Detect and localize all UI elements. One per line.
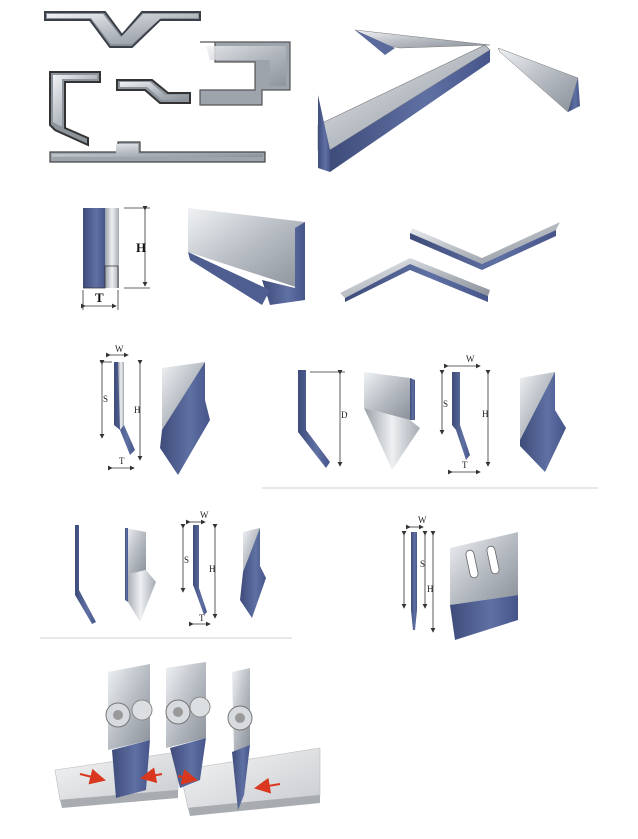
- cutting-demo-icon: [54, 662, 321, 816]
- dimension-s-label-2: S: [443, 399, 448, 409]
- dimension-t-label-3: T: [462, 460, 468, 470]
- bending-punch-set-icon: [44, 11, 291, 163]
- dimension-t-label-2: T: [119, 456, 125, 466]
- dimension-h-label: H: [136, 240, 146, 255]
- block-blade-icon: [188, 208, 305, 305]
- dimension-w-label-2: W: [466, 354, 475, 364]
- small-bevel-knife-icon: [240, 528, 266, 618]
- dimension-w-label: W: [115, 344, 124, 354]
- small-knife-icon: [75, 525, 96, 624]
- feed-arrow-1: [79, 768, 106, 785]
- dimension-h-label-2: H: [134, 405, 141, 415]
- angled-blade-pair-icon: [317, 29, 580, 172]
- dimension-d-label: D: [341, 410, 348, 420]
- small-knife-dim-icon: W S H T: [180, 510, 218, 627]
- dimension-h-label-3: H: [482, 409, 489, 419]
- knife-d-dim-icon: D: [298, 370, 348, 468]
- flat-knife-icon: H T: [81, 206, 150, 310]
- knife-sh-dim-icon: W S H T: [439, 354, 491, 475]
- bevel-knife-dim-icon: W S H T: [99, 344, 143, 471]
- dimension-s-label-4: S: [420, 559, 425, 569]
- slotted-knife-dim-icon: W S H: [401, 515, 436, 633]
- feed-arrow-3: [177, 769, 198, 785]
- dimension-w-label-4: W: [418, 515, 427, 525]
- dimension-t-label-4: T: [199, 613, 205, 623]
- dimension-h-label-5: H: [427, 584, 434, 594]
- small-knife-3d-icon: [125, 528, 156, 622]
- bevel-knife-icon: [160, 362, 210, 475]
- slotted-knife-icon: [450, 532, 518, 640]
- dimension-w-label-3: W: [200, 510, 209, 520]
- feed-arrow-2: [140, 767, 163, 784]
- bevel-knife-3d-icon: [520, 372, 566, 472]
- dimension-s-label-3: S: [184, 555, 189, 565]
- feed-arrow-4: [254, 777, 281, 794]
- knife-3d-icon: [364, 372, 420, 470]
- dimension-s-label: S: [103, 394, 108, 404]
- corner-blade-icon: [340, 222, 560, 302]
- dimension-h-label-4: H: [209, 564, 216, 574]
- dimension-t-label: T: [95, 290, 104, 305]
